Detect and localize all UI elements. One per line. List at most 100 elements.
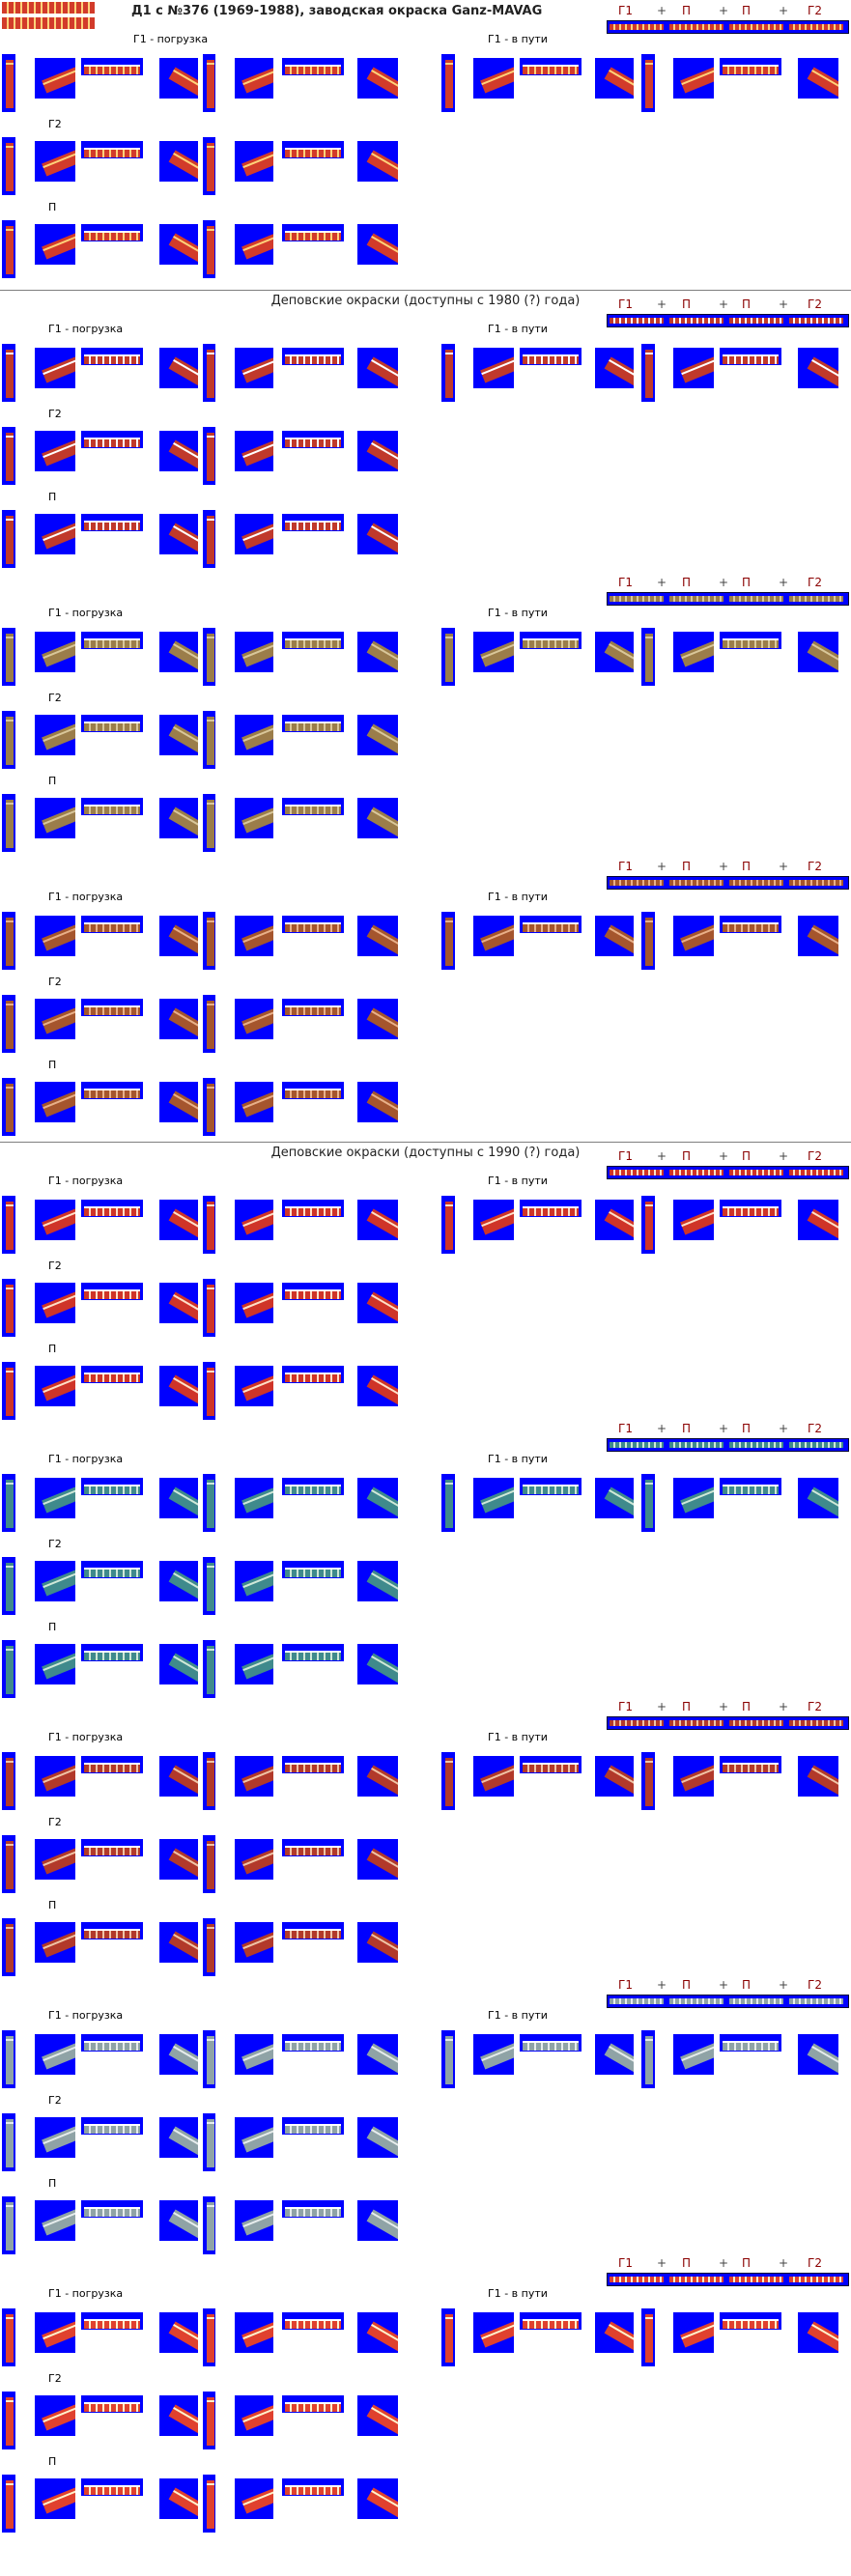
- car-sprite: [445, 350, 453, 398]
- sequence-plus: +: [657, 1422, 667, 1435]
- car-sprite: [207, 800, 214, 848]
- row-p-sprite-7: [282, 1082, 344, 1099]
- sequence-car-3: П: [742, 297, 752, 311]
- car-sprite: [207, 2480, 214, 2529]
- car-sprite: [42, 2205, 75, 2236]
- label-g2: Г2: [48, 1816, 62, 1828]
- car-sprite: [523, 2319, 579, 2330]
- car-sprite: [42, 1844, 75, 1875]
- row-p-sprite-8: [357, 1366, 398, 1406]
- row-g1-sprite-11: [520, 632, 582, 649]
- car-window-stripe: [207, 2205, 214, 2207]
- car-window-stripe: [207, 2400, 214, 2402]
- car-sprite: [445, 634, 453, 682]
- car-sprite: [366, 1374, 398, 1406]
- car-window-stripe: [242, 639, 273, 660]
- row-p-sprite-5: [203, 1640, 215, 1698]
- car-sprite: [207, 2036, 214, 2084]
- row-p: [0, 2254, 851, 2533]
- car-sprite: [42, 720, 75, 750]
- row-g1-sprite-6: [235, 632, 273, 672]
- car-sprite: [168, 1931, 198, 1963]
- car-sprite: [6, 350, 14, 398]
- row-g1-sprite-4: [159, 1478, 198, 1518]
- row-g2-sprite-3: [81, 1561, 143, 1578]
- car-window-stripe: [645, 353, 653, 354]
- car-window-stripe: [481, 639, 514, 660]
- sequence-car-4: Г2: [808, 860, 822, 873]
- car-sprite: [42, 2400, 75, 2431]
- sequence-car-sprite-3: [729, 1720, 783, 1726]
- row-p-sprite-6: [235, 1366, 273, 1406]
- car-sprite: [168, 1486, 198, 1518]
- car-window-stripe: [371, 809, 398, 834]
- row-p-sprite-2: [35, 224, 75, 265]
- car-window-stripe: [173, 70, 198, 94]
- row-p-sprite-2: [35, 514, 75, 554]
- row-p-sprite-4: [159, 224, 198, 265]
- row-g1-sprite-11: [520, 348, 582, 365]
- sequence-car-1: Г1: [618, 860, 633, 873]
- car-sprite: [604, 640, 634, 672]
- livery-section-2: Деповские окраски (доступны с 1980 (?) г…: [0, 290, 851, 570]
- car-sprite: [207, 1758, 214, 1806]
- row-g1-sprite-4: [159, 2034, 198, 2075]
- car-window-stripe: [173, 153, 198, 177]
- car-sprite: [168, 1765, 198, 1797]
- car-sprite: [604, 2043, 634, 2075]
- car-window-stripe: [173, 1211, 198, 1235]
- unit-sequence-preview: [607, 1438, 849, 1452]
- car-sprite: [241, 1087, 273, 1118]
- label-g2: Г2: [48, 118, 62, 130]
- car-window-stripe: [6, 1844, 14, 1846]
- row-g1-sprite-15: [720, 1200, 781, 1217]
- unit-sequence: Г1+П+П+Г2: [607, 4, 849, 37]
- car-window-stripe: [43, 439, 75, 459]
- car-window-stripe: [681, 66, 714, 86]
- car-sprite: [523, 638, 579, 649]
- car-sprite: [445, 1480, 453, 1528]
- row-g2-sprite-2: [35, 2117, 75, 2158]
- sequence-car-sprite-1: [610, 880, 664, 886]
- car-sprite: [723, 638, 779, 649]
- row-p-sprite-2: [35, 798, 75, 838]
- row-g2-sprite-6: [235, 999, 273, 1039]
- car-sprite: [6, 1368, 14, 1416]
- row-g2-sprite-4: [159, 2117, 198, 2158]
- car-sprite: [84, 1568, 140, 1578]
- car-window-stripe: [242, 2042, 273, 2062]
- car-window-stripe: [371, 2212, 398, 2236]
- car-sprite: [168, 1007, 198, 1039]
- car-sprite: [523, 65, 579, 75]
- row-p-sprite-8: [357, 1922, 398, 1963]
- car-window-stripe: [242, 1207, 273, 1228]
- car-sprite: [42, 146, 75, 177]
- row-p-sprite-7: [282, 1922, 344, 1939]
- car-window-stripe: [43, 232, 75, 252]
- row-g1-sprite-7: [282, 916, 344, 933]
- car-window-stripe: [371, 1093, 398, 1118]
- sequence-car-sprite-4: [789, 880, 843, 886]
- car-sprite: [84, 231, 140, 241]
- car-window-stripe: [6, 2039, 14, 2041]
- sequence-car-2: П: [682, 1700, 692, 1713]
- sequence-car-sprite-2: [669, 2277, 723, 2282]
- car-sprite: [6, 1563, 14, 1611]
- car-sprite: [207, 433, 214, 481]
- row-g1-sprite-5: [203, 1752, 215, 1810]
- row-g2-sprite-8: [357, 1561, 398, 1601]
- sequence-plus: +: [719, 4, 729, 17]
- car-window-stripe: [645, 1204, 653, 1206]
- row-g1-sprite-1: [2, 1474, 15, 1532]
- header-sprite-bottom: [2, 17, 95, 29]
- car-window-stripe: [173, 726, 198, 750]
- row-g1-sprite-10: [473, 632, 514, 672]
- row-g2-sprite-3: [81, 141, 143, 158]
- car-window-stripe: [207, 2039, 214, 2041]
- label-g2: Г2: [48, 2094, 62, 2107]
- car-window-stripe: [173, 1656, 198, 1680]
- car-sprite: [285, 2319, 341, 2330]
- row-g1-sprite-5: [203, 2030, 215, 2088]
- row-p-sprite-3: [81, 1082, 143, 1099]
